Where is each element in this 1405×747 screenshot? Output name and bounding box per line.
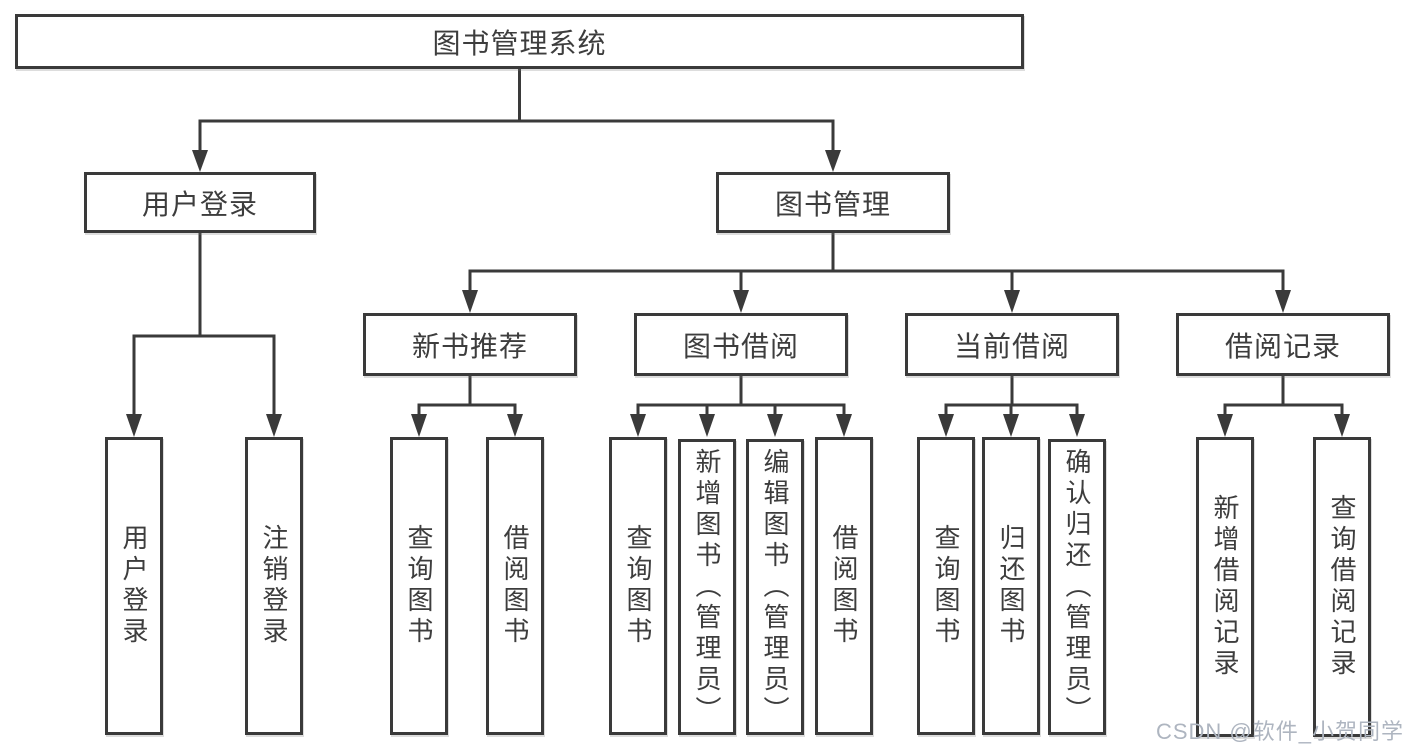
leaf-confirm-return-admin: 确认归还（管理员） <box>1048 439 1106 735</box>
leaf-query-books-borrow: 查询图书 <box>609 437 667 735</box>
leaf-borrow-books: 借阅图书 <box>815 437 873 735</box>
node-borrow-records: 借阅记录 <box>1176 313 1390 376</box>
node-new-book-recommend: 新书推荐 <box>363 313 577 376</box>
leaf-add-books-admin: 新增图书（管理员） <box>678 439 736 735</box>
connector-newbook-group <box>411 376 523 437</box>
node-label: 图书管理 <box>774 188 891 220</box>
leaf-label: 借阅图书 <box>500 524 530 648</box>
leaf-label: 用户登录 <box>119 524 149 648</box>
node-root-label: 图书管理系统 <box>432 27 607 59</box>
node-user-login: 用户登录 <box>84 172 316 233</box>
leaf-borrow-books-recommend: 借阅图书 <box>486 437 544 735</box>
node-current-borrowing: 当前借阅 <box>905 313 1119 376</box>
leaf-label: 查询借阅记录 <box>1327 494 1357 680</box>
leaf-label: 归还图书 <box>996 524 1026 648</box>
node-label: 图书借阅 <box>682 330 799 362</box>
node-book-borrowing: 图书借阅 <box>634 313 848 376</box>
connector-borrow-group <box>630 376 852 437</box>
leaf-label: 编辑图书（管理员） <box>760 447 790 727</box>
leaf-label: 查询图书 <box>931 524 961 648</box>
node-label: 当前借阅 <box>953 330 1070 362</box>
node-root-system: 图书管理系统 <box>15 14 1024 69</box>
leaf-label: 新增借阅记录 <box>1210 494 1240 680</box>
connector-records-group <box>1217 376 1350 437</box>
leaf-add-borrow-record: 新增借阅记录 <box>1196 437 1254 737</box>
leaf-label: 新增图书（管理员） <box>692 447 722 727</box>
leaf-user-login: 用户登录 <box>105 437 163 735</box>
leaf-label: 借阅图书 <box>829 524 859 648</box>
leaf-return-books: 归还图书 <box>982 437 1040 735</box>
connector-root-to-level2 <box>192 69 841 172</box>
csdn-watermark: CSDN @软件_小贺同学 <box>1155 719 1404 744</box>
leaf-logout: 注销登录 <box>245 437 303 735</box>
leaf-query-books-recommend: 查询图书 <box>390 437 448 735</box>
leaf-label: 查询图书 <box>623 524 653 648</box>
node-label: 新书推荐 <box>411 330 528 362</box>
node-label: 用户登录 <box>141 188 258 220</box>
connector-bookmgmt-to-level3 <box>462 233 1291 313</box>
connector-current-group <box>938 376 1085 437</box>
leaf-query-borrow-record: 查询借阅记录 <box>1313 437 1371 737</box>
leaf-edit-books-admin: 编辑图书（管理员） <box>746 439 804 735</box>
connector-userlogin-group <box>126 233 282 437</box>
leaf-query-books-current: 查询图书 <box>917 437 975 735</box>
node-book-management: 图书管理 <box>716 172 950 233</box>
leaf-label: 注销登录 <box>259 524 289 648</box>
leaf-label: 查询图书 <box>404 524 434 648</box>
node-label: 借阅记录 <box>1224 330 1341 362</box>
leaf-label: 确认归还（管理员） <box>1062 447 1092 727</box>
